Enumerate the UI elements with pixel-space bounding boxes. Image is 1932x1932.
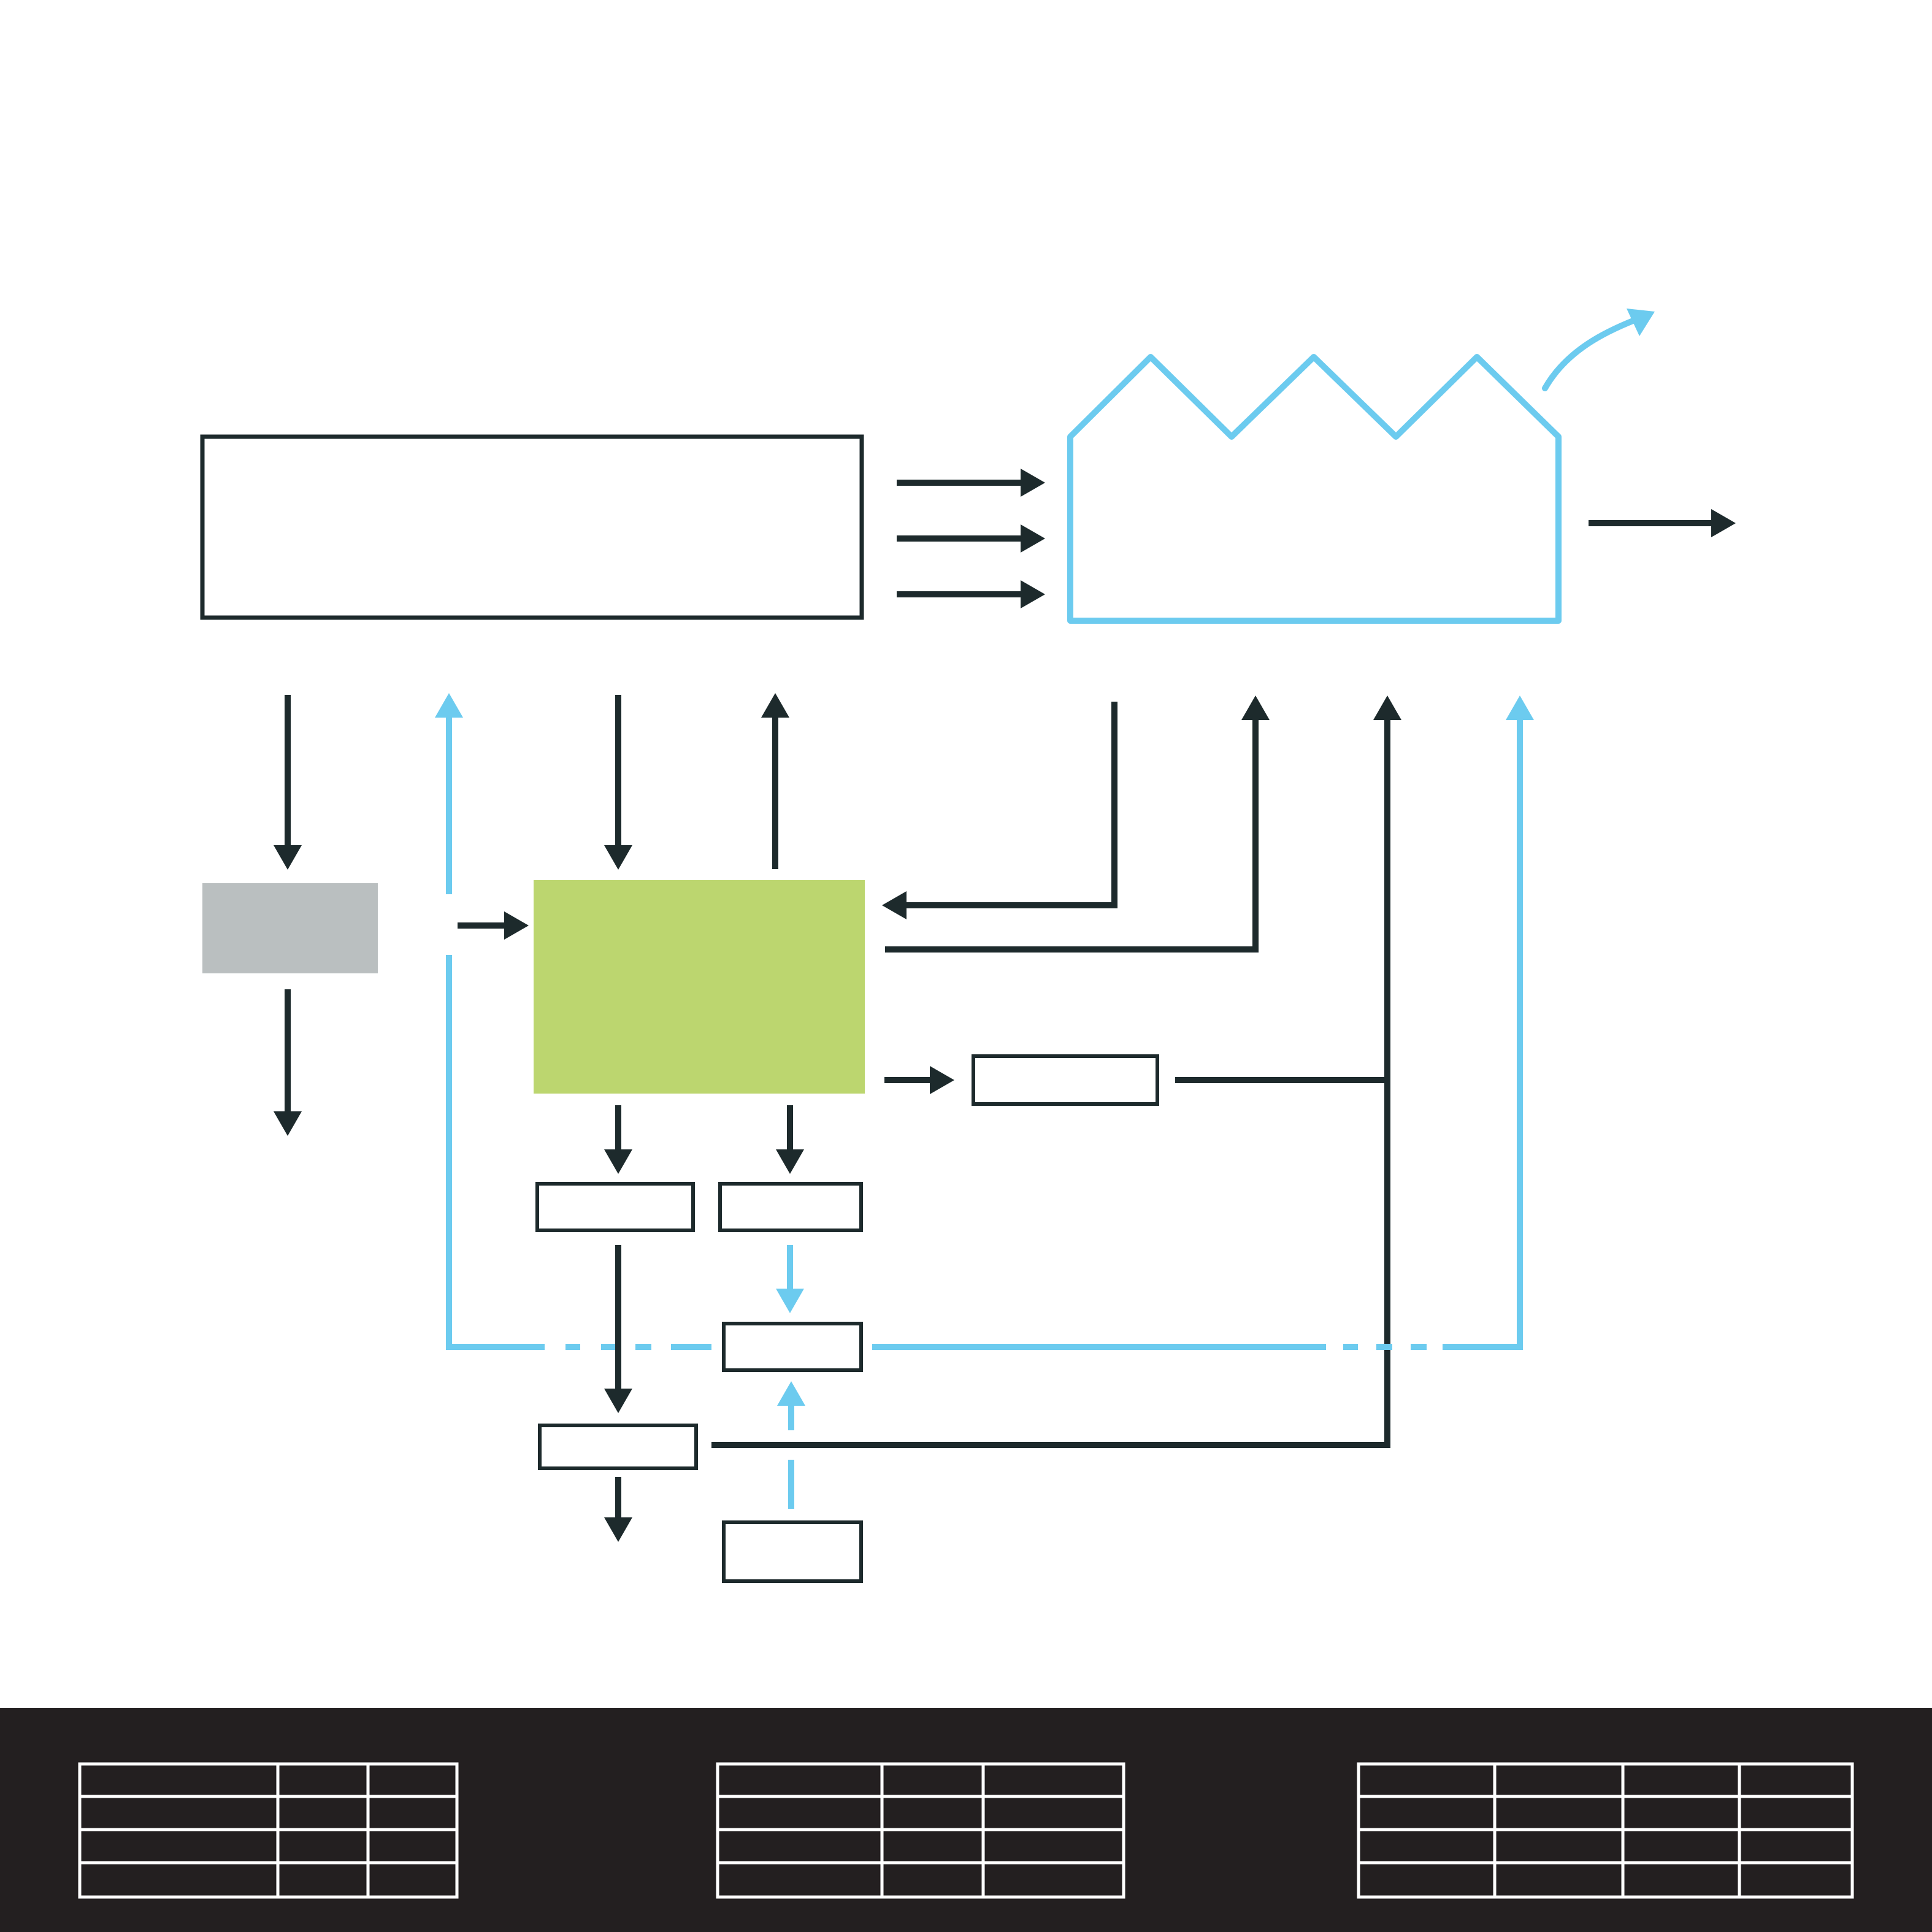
blue-arrow-up-to-source (435, 693, 463, 894)
footer-table-1 (78, 1762, 459, 1899)
arrow-box-a-to-box-d (604, 1245, 632, 1413)
arrow-factory-to-green-box (882, 702, 1117, 919)
blue-feedback-loop (446, 696, 1534, 1350)
arrow-source-to-factory-3 (897, 580, 1045, 608)
box-d (538, 1424, 698, 1470)
side-box (972, 1054, 1159, 1106)
arrow-green-to-box-a (604, 1105, 632, 1174)
footer-table-3 (1357, 1762, 1854, 1899)
footer-band (0, 1708, 1932, 1932)
arrow-green-to-box-b (776, 1105, 804, 1174)
green-box (534, 880, 865, 1094)
footer-table-2 (716, 1762, 1125, 1899)
box-e (722, 1520, 863, 1583)
arrow-green-box-to-factory (885, 696, 1270, 953)
arrow-source-to-gray-box (274, 695, 302, 870)
box-c (722, 1322, 863, 1372)
box-a (535, 1182, 695, 1232)
arrow-source-to-factory-2 (897, 524, 1045, 553)
arrow-green-to-side-box (884, 1066, 954, 1094)
factory-outline (1067, 354, 1562, 624)
blue-arrow-box-e-to-box-c (777, 1381, 805, 1509)
emission-arrow (1542, 309, 1655, 391)
factory-output-arrow (1589, 509, 1736, 537)
return-line-to-factory (711, 696, 1401, 1448)
box-b (718, 1182, 863, 1232)
blue-arrow-box-b-to-box-c (776, 1245, 804, 1313)
arrow-gray-box-down (274, 989, 302, 1136)
gray-box (202, 883, 378, 973)
arrow-green-box-up-to-source (761, 693, 789, 869)
source-box (200, 434, 864, 620)
arrow-box-d-down (604, 1477, 632, 1542)
arrow-gray-to-green (458, 911, 529, 940)
arrow-source-to-green-box (604, 695, 632, 870)
arrow-source-to-factory-1 (897, 469, 1045, 497)
